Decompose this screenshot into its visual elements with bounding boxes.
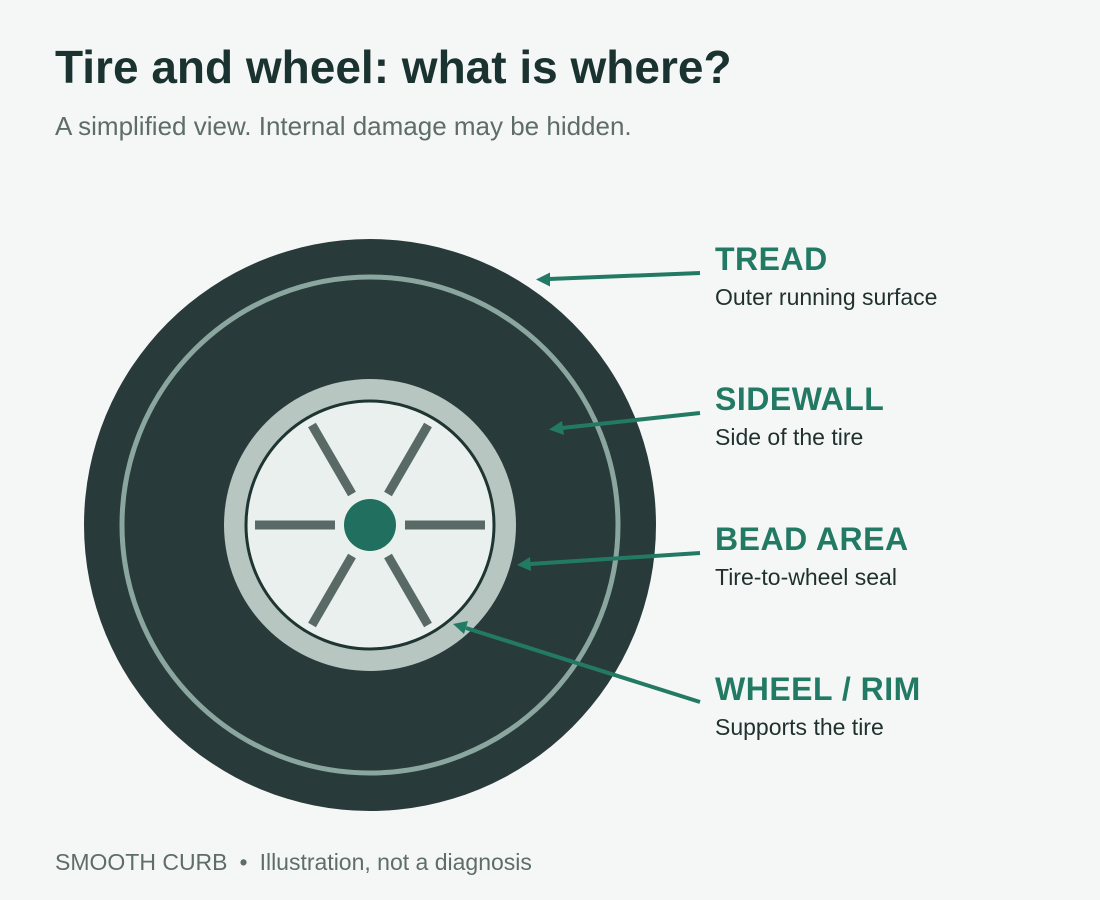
spoke-bottom-right: [384, 553, 432, 628]
bead-arrow-line: [529, 551, 701, 566]
page-title: Tire and wheel: what is where?: [55, 41, 732, 93]
sidewall-description: Side of the tire: [715, 424, 864, 450]
footer-note: Illustration, not a diagnosis: [259, 849, 532, 875]
rim-arrowhead: [453, 621, 468, 634]
wheel-rim-description: Supports the tire: [715, 714, 884, 740]
footer-brand: SMOOTH CURB: [55, 849, 228, 875]
spoke-bottom-left: [308, 553, 356, 628]
tread-ring: [119, 274, 621, 776]
tire-wheel-illustration: [84, 239, 656, 811]
wheel-rim-label: WHEEL / RIM: [715, 671, 921, 707]
callout-wheel-rim: WHEEL / RIM Supports the tire: [715, 671, 921, 741]
bead-area-description: Tire-to-wheel seal: [715, 564, 897, 590]
sidewall-label: SIDEWALL: [715, 381, 885, 417]
tread-label: TREAD: [715, 241, 828, 277]
spoke-top-left: [308, 422, 356, 497]
page-subtitle: A simplified view. Internal damage may b…: [55, 111, 632, 141]
bead-area-label: BEAD AREA: [715, 521, 909, 557]
callout-sidewall: SIDEWALL Side of the tire: [715, 381, 884, 451]
callout-bead-area: BEAD AREA Tire-to-wheel seal: [715, 521, 909, 591]
rim-arrow-line: [465, 626, 701, 704]
spoke-top-right: [384, 422, 432, 497]
tread-arrowhead: [536, 272, 550, 287]
callout-arrows: [453, 271, 701, 704]
tread-description: Outer running surface: [715, 284, 938, 310]
bead-arrowhead: [517, 557, 531, 571]
sidewall-arrowhead: [549, 421, 564, 435]
sidewall-arrow-line: [561, 411, 701, 430]
footer-separator: •: [239, 849, 248, 875]
tread-arrow-line: [548, 271, 701, 281]
wheel-hub: [344, 499, 396, 551]
footer: SMOOTH CURB • Illustration, not a diagnosi…: [55, 848, 532, 876]
callout-tread: TREAD Outer running surface: [715, 241, 937, 311]
wheel-spokes: [255, 422, 485, 628]
